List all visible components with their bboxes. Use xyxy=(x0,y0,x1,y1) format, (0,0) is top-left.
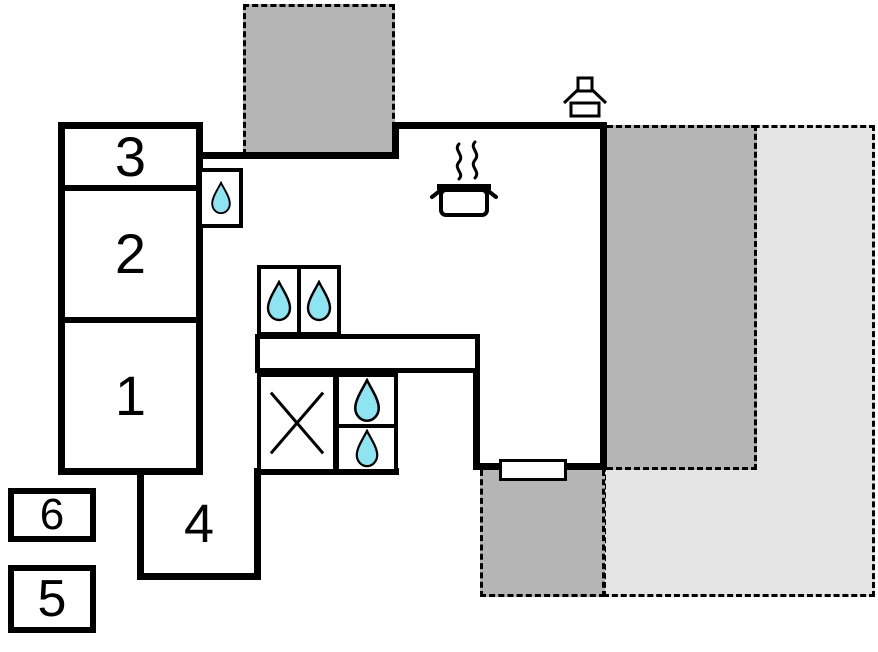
wall-room4-left xyxy=(137,468,144,580)
wall-hallway xyxy=(196,122,203,475)
water-drop-icon xyxy=(264,280,294,322)
room-5-box: 5 xyxy=(8,565,96,633)
wall-kitchen-top xyxy=(196,152,399,159)
room-1-label: 1 xyxy=(114,363,147,427)
wall-bathroom-partition xyxy=(255,334,480,373)
chimney-icon xyxy=(562,76,608,118)
wall-room4-right xyxy=(254,468,261,580)
room-6-label: 6 xyxy=(39,490,65,539)
wall-bedroom2-bedroom1 xyxy=(58,317,203,323)
room-2-label: 2 xyxy=(114,222,147,285)
shower xyxy=(257,373,337,473)
terrace-top xyxy=(243,4,395,155)
terrace-side xyxy=(607,125,757,470)
terrace-bottom xyxy=(480,470,605,597)
water-drop-icon xyxy=(351,378,383,423)
wall-bedroom3-bedroom2 xyxy=(58,185,203,191)
room-5-label: 5 xyxy=(37,570,67,628)
water-drop-icon xyxy=(209,181,233,215)
washbasin-entry xyxy=(198,168,243,228)
room-2: 2 xyxy=(65,191,196,317)
wall-room4-bottom xyxy=(137,573,261,580)
window xyxy=(499,459,567,481)
water-drop-icon xyxy=(353,429,381,468)
room-3: 3 xyxy=(65,129,196,185)
room-6-box: 6 xyxy=(8,488,96,542)
water-drop-icon xyxy=(304,280,334,322)
room-4: 4 xyxy=(144,475,254,573)
wall-top-step xyxy=(392,122,399,159)
sink-double-right xyxy=(297,265,341,336)
sink-double-left xyxy=(257,265,301,336)
steaming-pot-icon xyxy=(430,140,498,217)
wall-living-top xyxy=(392,122,607,129)
shower-cross-icon xyxy=(261,377,333,469)
wall-east xyxy=(600,122,607,470)
sink-stack-bottom xyxy=(335,424,398,473)
wall-bedroom1-bottom xyxy=(58,468,203,475)
wall-bedroom3-top xyxy=(58,122,203,129)
wall-notch xyxy=(473,367,480,470)
room-1: 1 xyxy=(65,323,196,468)
sink-stack-top xyxy=(335,373,398,428)
wall-west xyxy=(58,122,65,475)
room-3-label: 3 xyxy=(114,125,147,188)
room-4-label: 4 xyxy=(183,494,215,554)
